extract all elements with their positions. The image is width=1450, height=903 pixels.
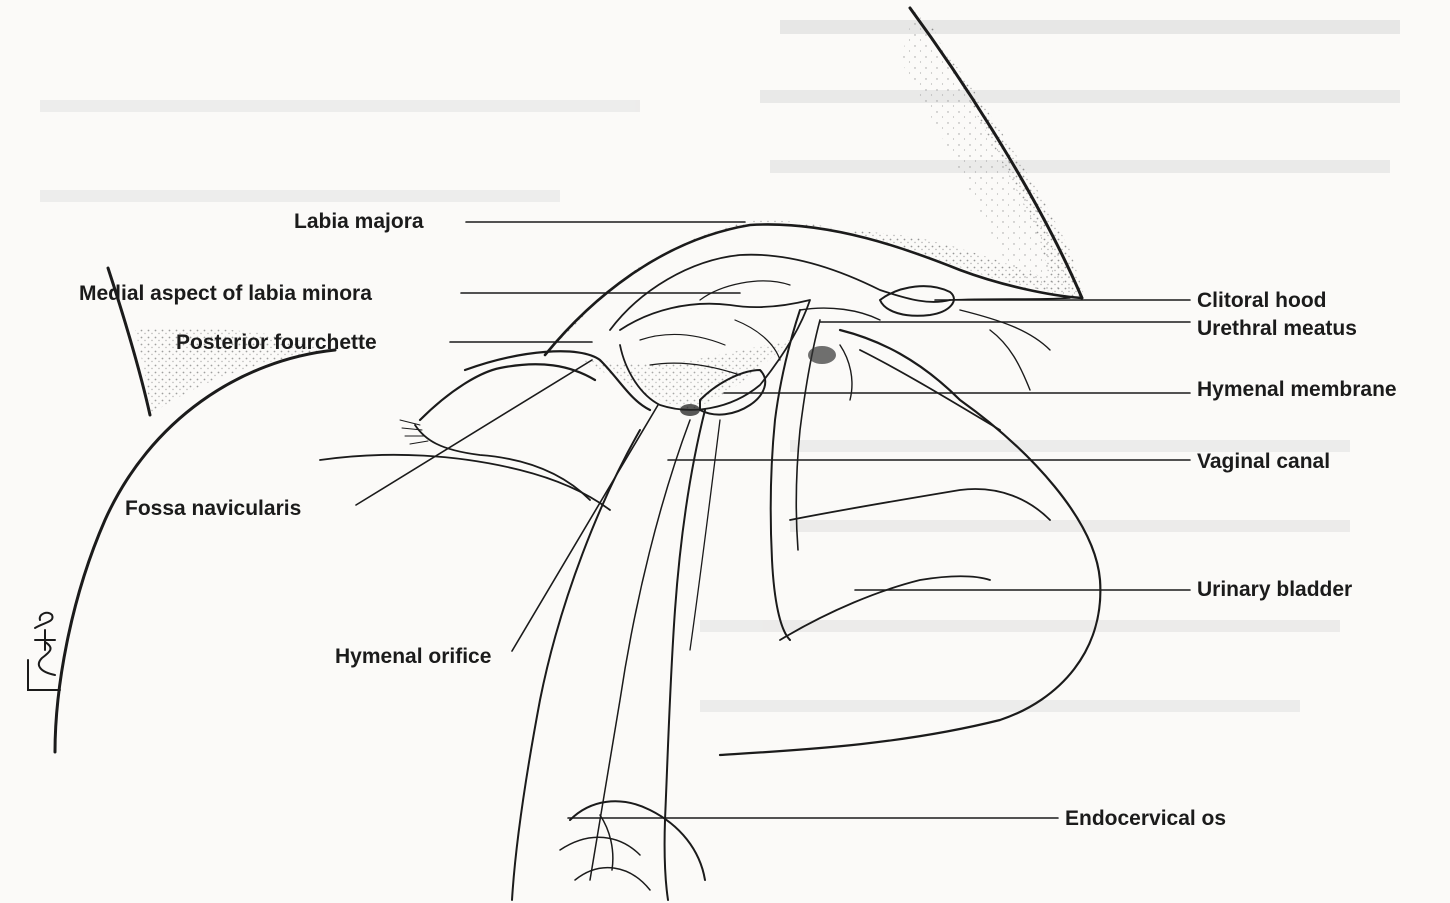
leader-hymenal-orifice [512,405,658,651]
anal-region-fold [415,425,590,500]
label-posterior-fourchette: Posterior fourchette [176,331,377,355]
anal-hairs [400,420,428,444]
label-endocervical-os: Endocervical os [1065,807,1226,831]
label-vaginal-canal: Vaginal canal [1197,450,1330,474]
artist-signature [10,600,70,710]
vaginal-anterior-wall [665,410,705,900]
label-urinary-bladder: Urinary bladder [1197,578,1352,602]
vaginal-posterior-wall [512,430,640,900]
leader-fossa-navicularis [356,360,592,505]
label-labia-majora: Labia majora [294,210,424,234]
label-hymenal-orifice: Hymenal orifice [335,645,491,669]
label-clitoral-hood: Clitoral hood [1197,289,1327,313]
fourchette-stipple [580,340,790,410]
label-hymenal-membrane: Hymenal membrane [1197,378,1397,402]
bladder-inner [790,350,1050,520]
urethra-tube [771,310,800,640]
cervix-folds [560,815,650,890]
meatus-shade [808,346,836,364]
cervix-outline [570,801,705,880]
vaginal-mid-line [590,420,690,880]
gluteal-crease [320,455,610,510]
hymen-shade [680,404,700,416]
label-medial-labia-minora: Medial aspect of labia minora [79,282,372,306]
left-thigh-contour [55,350,335,752]
label-urethral-meatus: Urethral meatus [1197,317,1357,341]
label-fossa-navicularis: Fossa navicularis [125,497,301,521]
clitoral-hood-folds [950,298,1070,390]
